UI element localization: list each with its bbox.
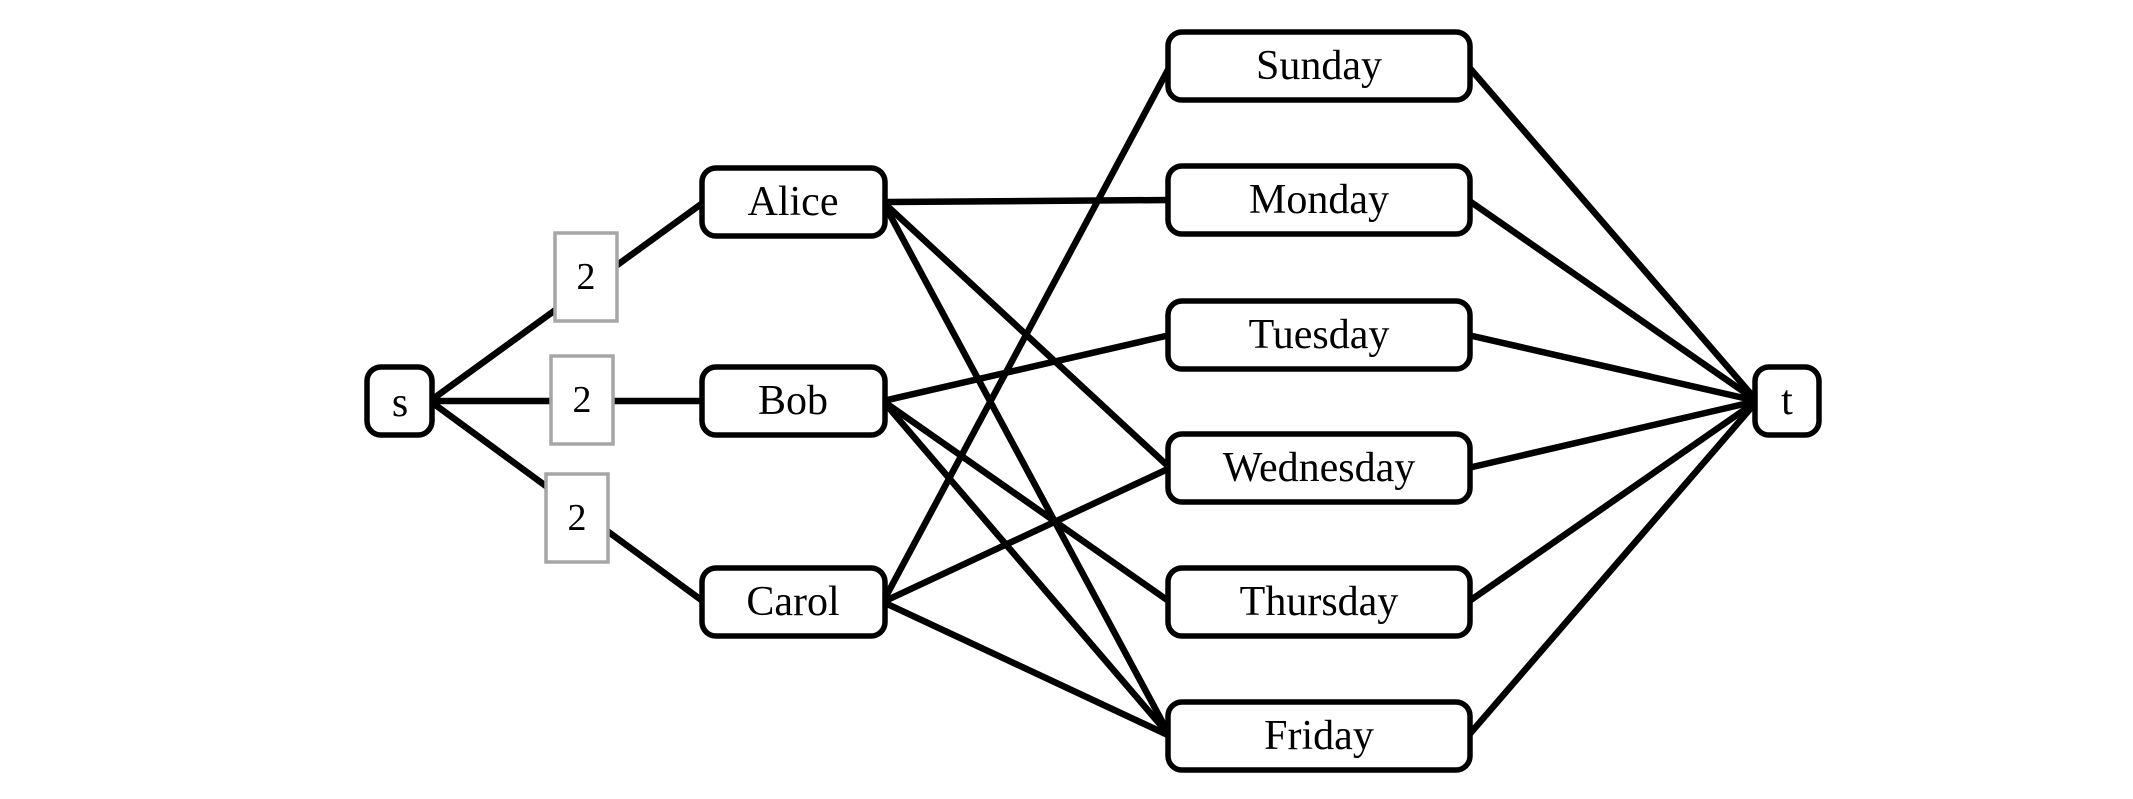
node-label: t bbox=[1781, 378, 1793, 424]
capacity-label-s-alice: 2 bbox=[553, 231, 619, 323]
capacity-label-s-bob: 2 bbox=[549, 354, 615, 446]
node-thursday: Thursday bbox=[1165, 565, 1473, 639]
edge-alice-friday bbox=[879, 198, 1174, 740]
node-t: t bbox=[1752, 364, 1822, 438]
node-wednesday: Wednesday bbox=[1165, 431, 1473, 505]
node-carol: Carol bbox=[699, 565, 888, 639]
edge-bob-thursday bbox=[879, 397, 1174, 606]
edge-carol-friday bbox=[879, 598, 1174, 740]
edges bbox=[426, 62, 1761, 740]
edge-monday-t bbox=[1464, 196, 1761, 405]
node-label: Alice bbox=[748, 179, 839, 225]
node-monday: Monday bbox=[1165, 163, 1473, 237]
edge-bob-friday bbox=[879, 397, 1174, 740]
node-tuesday: Tuesday bbox=[1165, 298, 1473, 372]
edge-alice-monday bbox=[879, 196, 1174, 206]
node-label: Thursday bbox=[1240, 579, 1399, 625]
edge-carol-wednesday bbox=[879, 464, 1174, 606]
node-label: s bbox=[392, 380, 408, 426]
edge-thursday-t bbox=[1464, 397, 1761, 606]
node-label: Tuesday bbox=[1249, 312, 1390, 358]
capacity-label-s-carol: 2 bbox=[544, 472, 610, 564]
edge-carol-sunday bbox=[879, 62, 1174, 606]
node-label: Monday bbox=[1249, 177, 1389, 223]
edge-tuesday-t bbox=[1464, 331, 1761, 405]
node-s: s bbox=[364, 364, 435, 438]
node-label: Sunday bbox=[1256, 43, 1382, 89]
node-label: Carol bbox=[746, 579, 839, 625]
node-friday: Friday bbox=[1165, 699, 1473, 773]
node-label: Friday bbox=[1264, 713, 1374, 759]
node-alice: Alice bbox=[699, 165, 888, 239]
node-label: Wednesday bbox=[1223, 445, 1416, 491]
capacity-value: 2 bbox=[577, 256, 596, 298]
capacity-value: 2 bbox=[573, 379, 592, 421]
node-sunday: Sunday bbox=[1165, 29, 1473, 103]
edge-wednesday-t bbox=[1464, 397, 1761, 472]
edge-sunday-t bbox=[1464, 62, 1761, 405]
node-bob: Bob bbox=[699, 364, 888, 438]
capacity-value: 2 bbox=[568, 497, 587, 539]
edge-bob-tuesday bbox=[879, 331, 1174, 405]
edge-friday-t bbox=[1464, 397, 1761, 740]
node-label: Bob bbox=[758, 378, 828, 424]
